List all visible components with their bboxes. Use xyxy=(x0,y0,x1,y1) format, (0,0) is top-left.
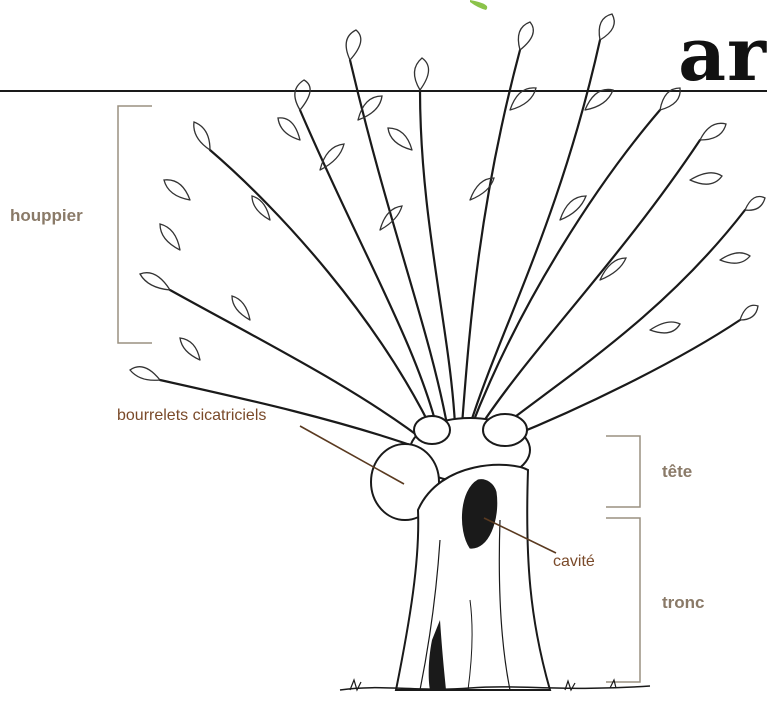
tronc-bracket xyxy=(606,518,640,682)
green-accent xyxy=(470,0,487,10)
houppier-bracket xyxy=(118,106,152,343)
leaves xyxy=(130,14,765,380)
branches xyxy=(160,40,745,450)
cavite-label: cavité xyxy=(553,553,595,571)
houppier-label: houppier xyxy=(10,206,83,226)
page-heading: ar xyxy=(678,18,767,92)
bourrelets-label: bourrelets cicatriciels xyxy=(117,407,266,425)
tronc-label: tronc xyxy=(662,593,705,613)
tete-bracket xyxy=(606,436,640,507)
tete-label: tête xyxy=(662,462,692,482)
